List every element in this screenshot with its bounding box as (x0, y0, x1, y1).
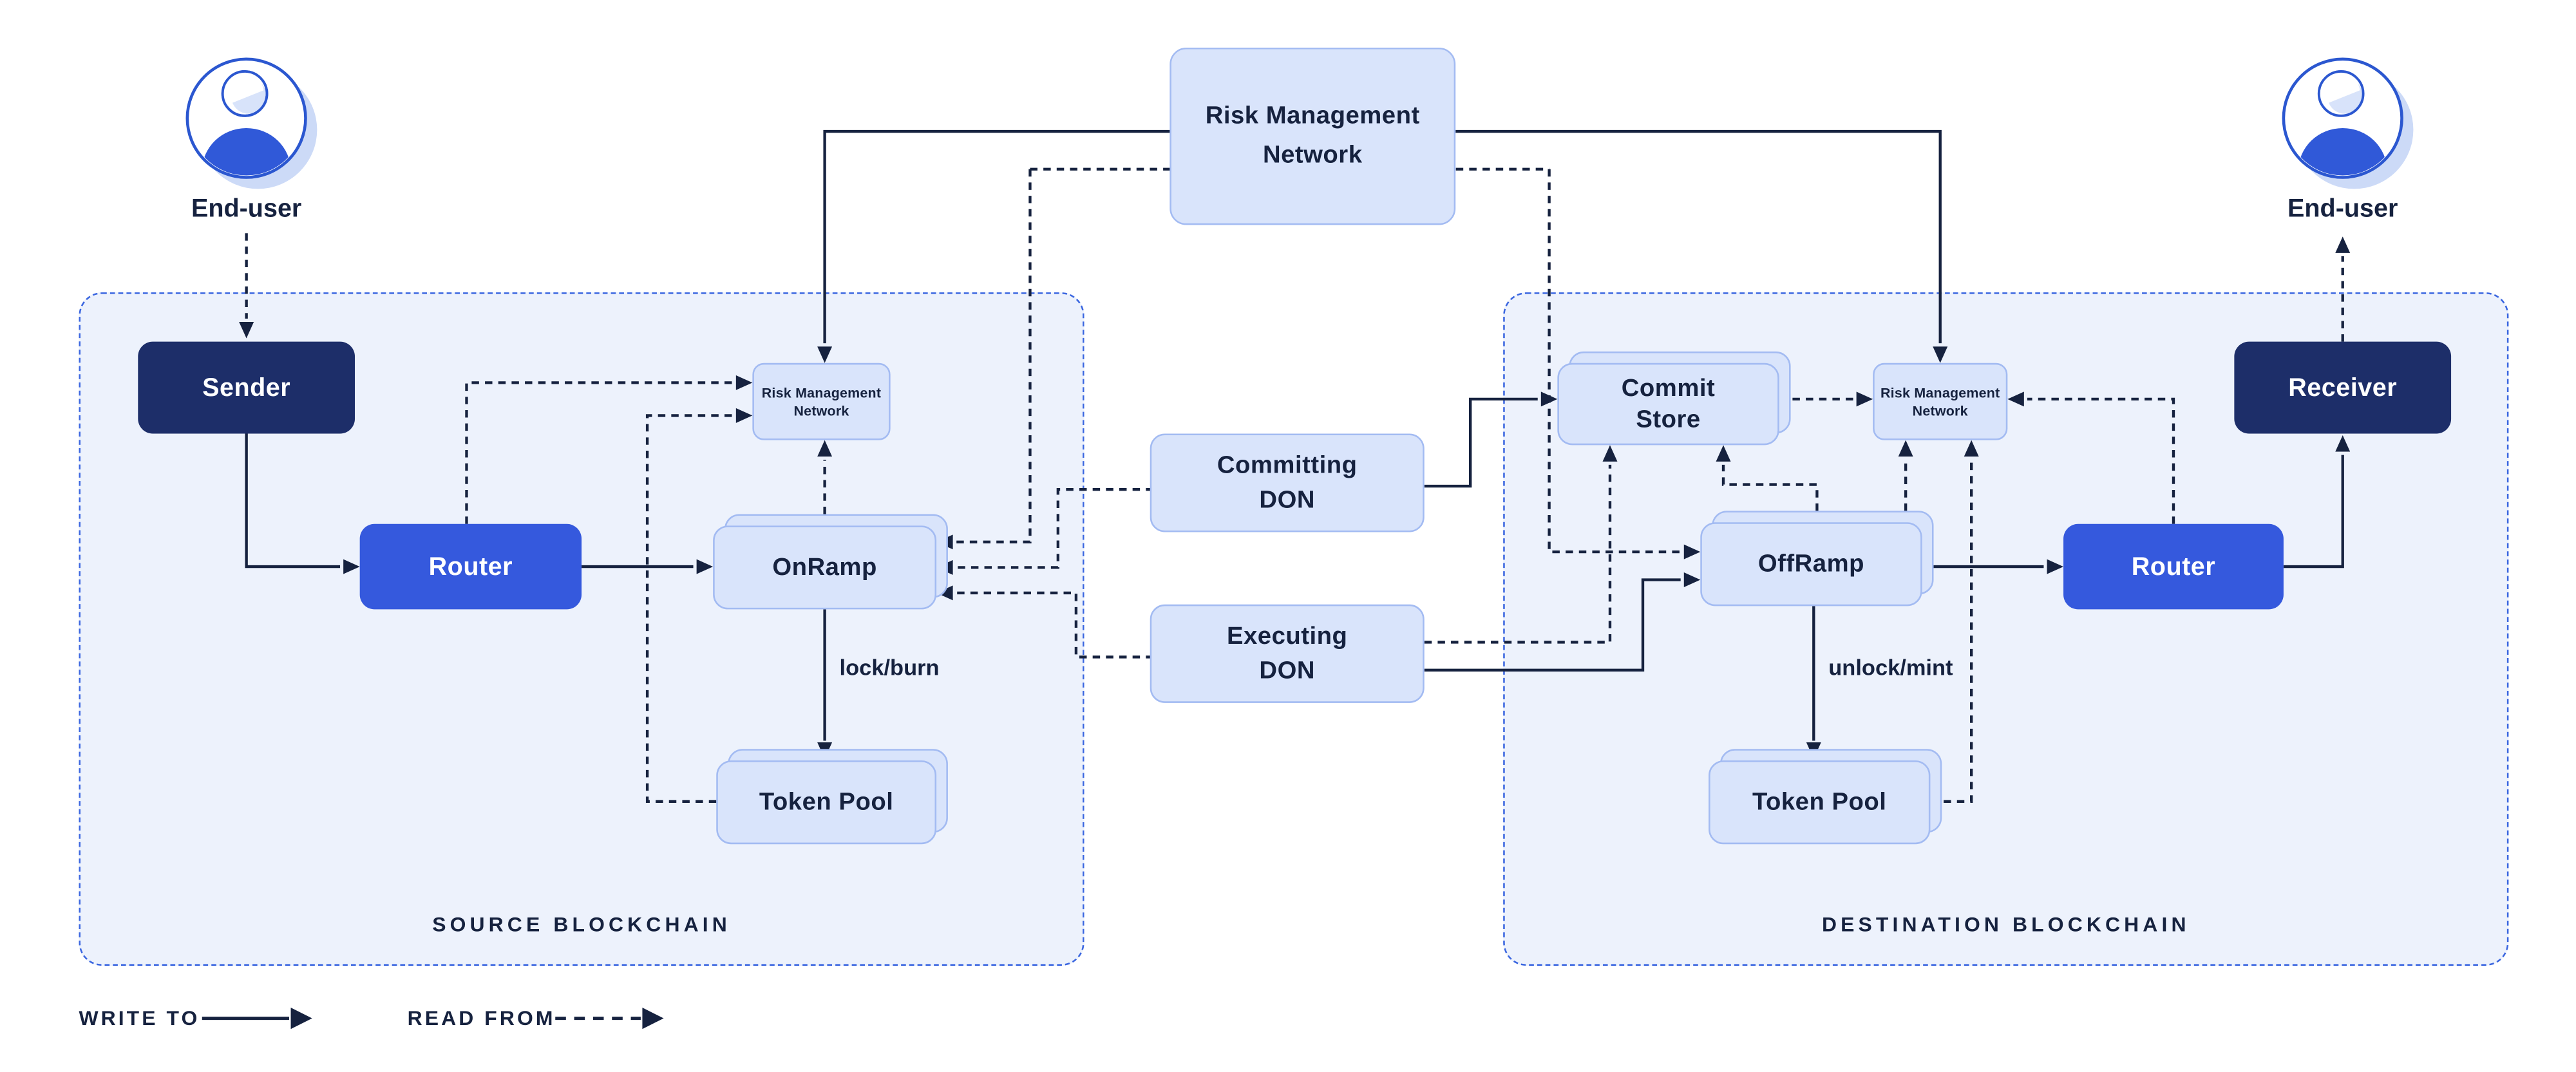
onramp-label: OnRamp (772, 553, 877, 582)
arrow-rmn-to-dest-rmn-contract (1455, 129, 1942, 344)
arrow-executingdon-reads-onramp (956, 591, 1153, 659)
arrow-committingdon-reads-onramp (956, 488, 1153, 569)
commitstore-label-line1: Commit (1621, 374, 1716, 402)
source-rmn-label-line1: Risk Management (761, 383, 882, 400)
write-to-arrowheads (343, 346, 2351, 759)
legend-read-from-label: READ FROM (407, 1006, 556, 1030)
dest-router-label: Router (2131, 552, 2216, 581)
dest-rmn-label-line1: Risk Management (1880, 383, 2000, 400)
end-user-avatar-left (185, 57, 317, 189)
committing-don-box: Committing DON (1150, 433, 1425, 532)
rmn-top-label-line1: Risk Management (1205, 102, 1420, 130)
receiver-label: Receiver (2288, 373, 2398, 402)
arrow-executingdon-reads-commitstore (1424, 464, 1612, 644)
dest-rmn-contract-box: Risk Management Network (1873, 362, 2008, 440)
dest-rmn-label-line2: Network (1912, 401, 1968, 418)
arrow-offramp-reads-commitstore (1721, 464, 1819, 511)
sender-box: Sender (138, 341, 355, 434)
committing-don-label-line2: DON (1259, 486, 1315, 514)
commitstore-label-line2: Store (1636, 406, 1701, 434)
legend-write-to-label: WRITE TO (79, 1006, 200, 1030)
executing-don-label-line1: Executing (1226, 622, 1348, 651)
source-blockchain-label: SOURCE BLOCKCHAIN (432, 913, 731, 937)
destination-blockchain-label: DESTINATION BLOCKCHAIN (1821, 913, 2190, 937)
offramp-label: OffRamp (1757, 550, 1865, 578)
arrow-rmn-to-source-rmn-contract (823, 129, 1171, 344)
source-router-label: Router (428, 552, 513, 581)
legend-arrows (202, 1008, 664, 1030)
dest-tokenpool-label: Token Pool (1752, 788, 1887, 816)
source-rmn-label-line2: Network (793, 401, 849, 418)
source-router-box: Router (359, 523, 582, 610)
legend-dashed-arrowhead (642, 1008, 664, 1030)
commitstore-box: Commit Store (1557, 362, 1779, 446)
risk-management-network-box: Risk Management Network (1170, 47, 1456, 225)
arrow-router-to-dest-rmn (2027, 397, 2175, 524)
unlock-mint-label: unlock/mint (1828, 655, 1953, 681)
dest-tokenpool-box: Token Pool (1709, 760, 1931, 845)
arrow-sender-to-router (245, 433, 341, 569)
lock-burn-label: lock/burn (839, 655, 940, 681)
legend-solid-arrowhead (290, 1008, 312, 1030)
arrow-tokenpool-to-dest-rmn (1930, 460, 1973, 804)
arrow-tokenpool-to-source-rmn (645, 414, 733, 804)
arrow-committingdon-to-commitstore (1424, 397, 1538, 488)
arrow-rmn-reads-onramp (956, 169, 1032, 543)
rmn-top-label-line2: Network (1262, 141, 1363, 169)
executing-don-box: Executing DON (1150, 604, 1425, 703)
arrow-router-to-source-rmn (465, 381, 733, 524)
dest-router-box: Router (2063, 523, 2284, 610)
offramp-box: OffRamp (1700, 522, 1922, 607)
read-from-arrowheads (239, 236, 2351, 601)
source-tokenpool-box: Token Pool (716, 760, 937, 845)
end-user-avatar-right (2282, 57, 2414, 189)
write-to-connectors (245, 129, 2344, 741)
end-user-left-label: End-user (191, 195, 302, 223)
onramp-box: OnRamp (713, 525, 937, 610)
receiver-box: Receiver (2234, 341, 2452, 434)
committing-don-label-line1: Committing (1217, 451, 1358, 480)
executing-don-label-line2: DON (1259, 657, 1315, 685)
source-tokenpool-label: Token Pool (759, 788, 894, 816)
arrow-router-to-receiver (2283, 455, 2344, 569)
sender-label: Sender (202, 373, 291, 402)
source-rmn-contract-box: Risk Management Network (752, 362, 891, 440)
end-user-right-label: End-user (2287, 195, 2398, 223)
arrow-executingdon-to-offramp (1424, 578, 1681, 672)
legend: WRITE TO READ FROM (0, 999, 855, 1041)
arrow-rmn-reads-offramp (1548, 169, 1681, 554)
